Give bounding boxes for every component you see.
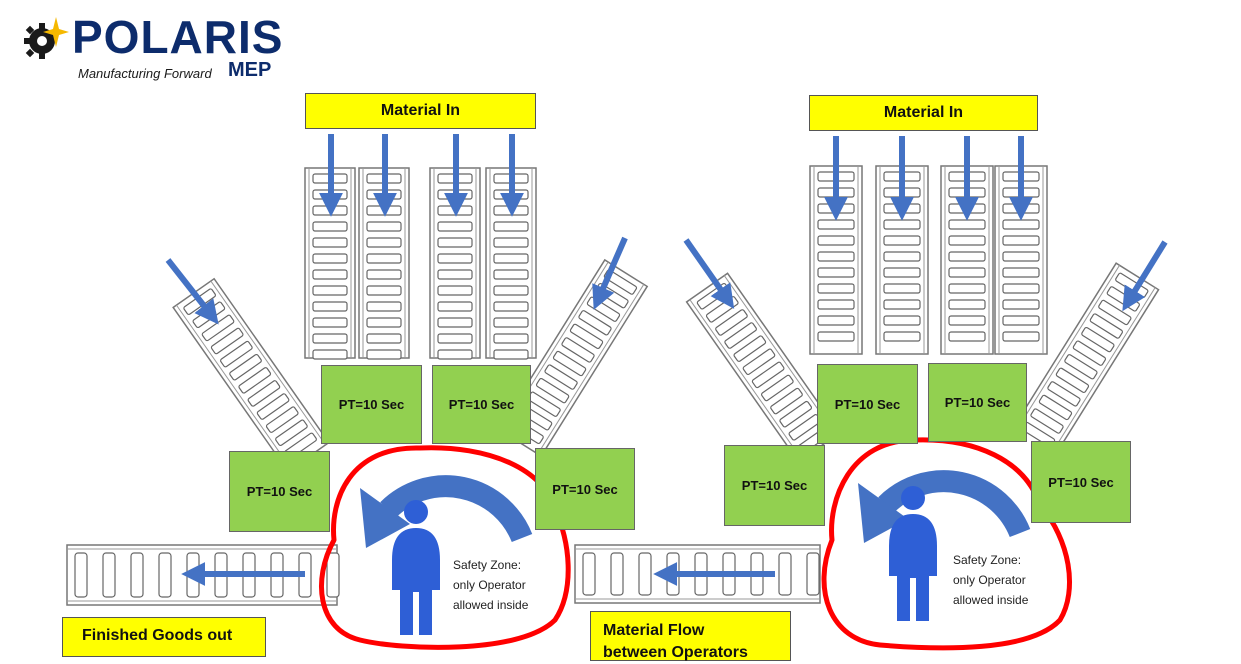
station-right-3: PT=10 Sec — [928, 363, 1027, 442]
station-right-2: PT=10 Sec — [817, 364, 918, 444]
safety-zone-text-left: Safety Zone: only Operator allowed insid… — [453, 555, 528, 615]
finished-goods-label: Finished Goods out — [62, 617, 266, 657]
safety-zone-line: only Operator — [953, 573, 1026, 587]
safety-zone-line: allowed inside — [453, 598, 529, 612]
safety-zone-line: Safety Zone: — [453, 558, 522, 572]
material-arrow-right-slant-a — [683, 238, 735, 309]
station-left-2: PT=10 Sec — [321, 365, 422, 444]
station-left-3: PT=10 Sec — [432, 365, 531, 444]
operator-figure-right — [889, 486, 937, 621]
material-in-label-right: Material In — [809, 95, 1038, 131]
polaris-gear-star-icon — [24, 17, 69, 59]
flow-swoop-left-head — [360, 488, 410, 548]
station-right-1: PT=10 Sec — [724, 445, 825, 526]
station-right-4: PT=10 Sec — [1031, 441, 1131, 523]
conveyor-left-in-3 — [429, 167, 481, 360]
material-arrow-left-slant-a — [165, 258, 219, 325]
material-flow-label: Material Flow between Operators — [590, 611, 791, 661]
operator-figure-left — [392, 500, 440, 635]
station-left-1: PT=10 Sec — [229, 451, 330, 532]
material-flow-line-2: between Operators — [603, 644, 748, 661]
safety-zone-text-right: Safety Zone: only Operator allowed insid… — [953, 550, 1028, 610]
material-flow-line-1: Material Flow — [603, 622, 705, 639]
station-left-4: PT=10 Sec — [535, 448, 635, 530]
flow-swoop-right-head — [858, 483, 908, 543]
safety-zone-line: only Operator — [453, 578, 526, 592]
material-arrow-left-slant-b — [592, 236, 628, 310]
logo-brand: POLARIS — [72, 11, 284, 63]
logo-sub: MEP — [228, 59, 272, 81]
logo-tagline: Manufacturing Forward — [78, 66, 212, 81]
material-in-label-left: Material In — [305, 93, 536, 129]
material-arrow-right-slant-b — [1122, 240, 1168, 312]
conveyor-right-slant-a — [685, 272, 841, 463]
safety-zone-line: Safety Zone: — [953, 553, 1022, 567]
flow-swoop-left-band — [380, 475, 533, 543]
safety-zone-line: allowed inside — [953, 593, 1029, 607]
